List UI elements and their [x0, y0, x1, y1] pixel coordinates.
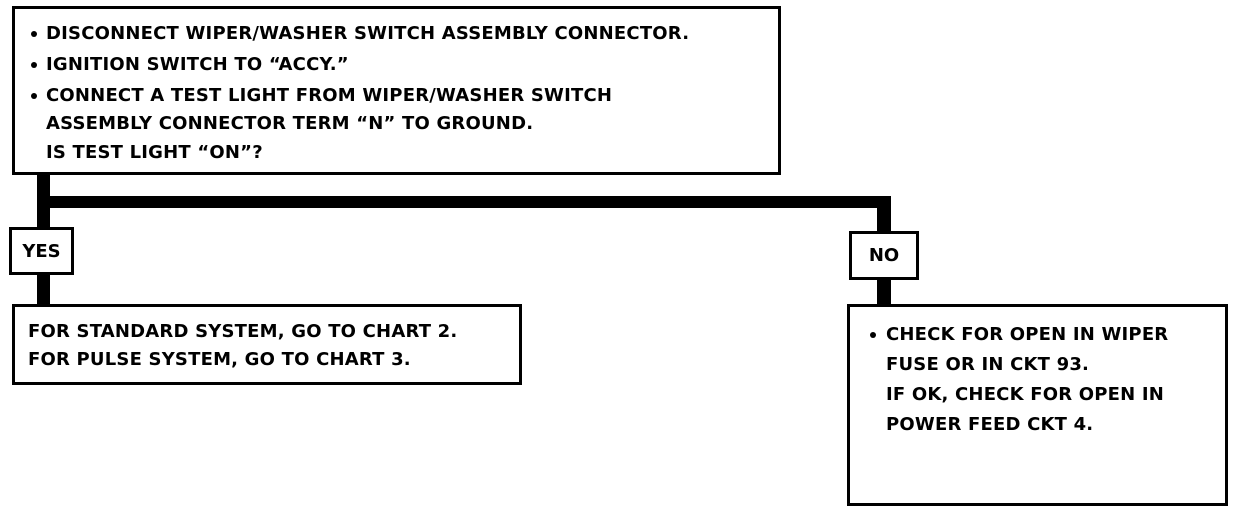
- yes-label: YES: [9, 227, 74, 275]
- bullet-1: [31, 31, 37, 37]
- no-result-line-2: FUSE OR IN CKT 93.: [886, 354, 1090, 375]
- question-box: DISCONNECT WIPER/WASHER SWITCH ASSEMBLY …: [12, 6, 781, 175]
- question-line-5: IS TEST LIGHT “ON”?: [46, 142, 263, 163]
- question-line-1: DISCONNECT WIPER/WASHER SWITCH ASSEMBLY …: [46, 23, 690, 44]
- no-to-result-line: [877, 278, 891, 308]
- yes-result-line-1: FOR STANDARD SYSTEM, GO TO CHART 2.: [28, 321, 458, 342]
- question-line-4: ASSEMBLY CONNECTOR TERM “N” TO GROUND.: [46, 113, 534, 134]
- horizontal-branch-line: [37, 196, 891, 208]
- no-result-line-1: CHECK FOR OPEN IN WIPER: [886, 324, 1169, 345]
- yes-result-line-2: FOR PULSE SYSTEM, GO TO CHART 3.: [28, 349, 411, 370]
- yes-result-box: FOR STANDARD SYSTEM, GO TO CHART 2. FOR …: [12, 304, 522, 385]
- no-result-line-3: IF OK, CHECK FOR OPEN IN: [886, 384, 1165, 405]
- bullet-3: [31, 93, 37, 99]
- question-line-2: IGNITION SWITCH TO “ACCY.”: [46, 54, 349, 75]
- no-label: NO: [849, 231, 919, 280]
- bullet-no: [870, 332, 876, 338]
- no-result-box: CHECK FOR OPEN IN WIPER FUSE OR IN CKT 9…: [847, 304, 1228, 506]
- no-branch-down-line: [877, 196, 891, 232]
- yes-to-result-line: [37, 272, 50, 308]
- question-line-3: CONNECT A TEST LIGHT FROM WIPER/WASHER S…: [46, 85, 613, 106]
- bullet-2: [31, 62, 37, 68]
- no-result-line-4: POWER FEED CKT 4.: [886, 414, 1094, 435]
